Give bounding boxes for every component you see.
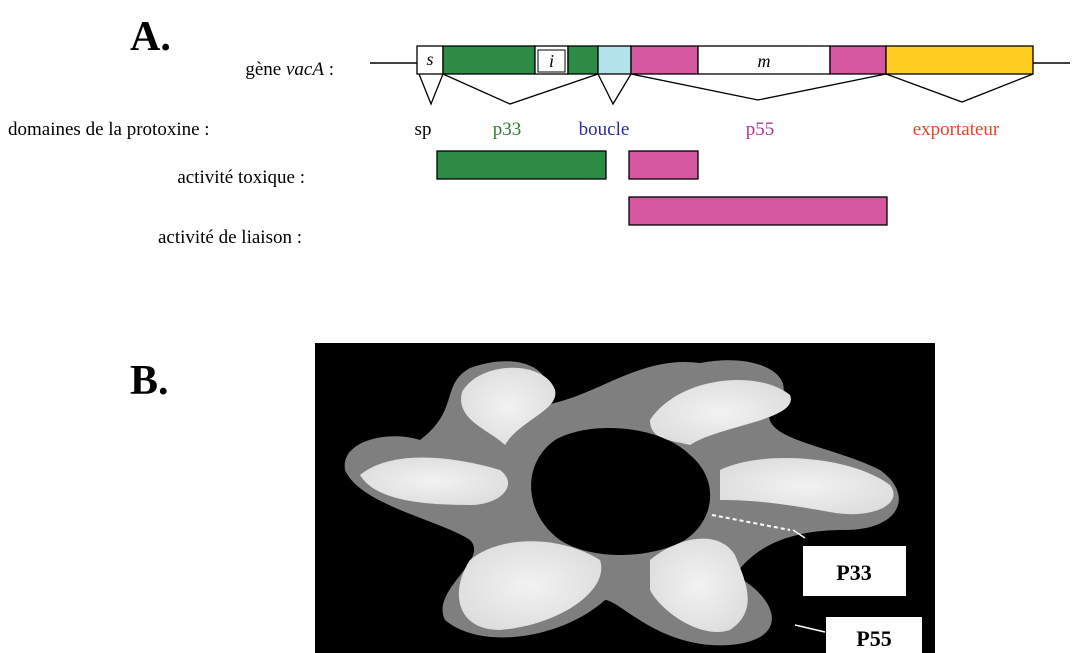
cryo-em-image: P33 P55: [315, 343, 935, 653]
p55-callout-label: P55: [856, 626, 891, 651]
domain-label-exportateur: exportateur: [913, 119, 1000, 140]
gene-segment-p33b: [567, 45, 599, 75]
panel-a-letter: A.: [130, 14, 171, 60]
domains-row-label: domaines de la protoxine :: [8, 119, 210, 140]
domain-label-sp: sp: [415, 119, 432, 140]
gene-segment-label-s: s: [426, 49, 433, 69]
petal-bottom-right: [650, 538, 748, 632]
binding-activity-bars: [628, 196, 888, 226]
p33-callout-box: [803, 546, 906, 596]
gene-row-label: gène vacA :: [245, 59, 334, 80]
p55-arrow: [794, 624, 826, 633]
domain-label-p33: p33: [493, 119, 522, 140]
petal-bottom-left: [458, 541, 602, 630]
gene-segment-exp: [885, 45, 1034, 75]
p33-callout-label: P33: [836, 560, 871, 585]
toxic-row-label: activité toxique :: [177, 167, 305, 188]
toxic-p33-bar: [436, 150, 607, 180]
petal-top-left: [461, 367, 556, 445]
domain-label-boucle: boucle: [579, 119, 630, 140]
gene-segment-p33a: [442, 45, 536, 75]
bracket-loop: [597, 73, 632, 106]
central-pore: [531, 428, 711, 555]
bracket-exportateur: [885, 73, 1034, 103]
petal-top-right: [650, 380, 791, 445]
toxic-p55-bar: [628, 150, 699, 180]
p33-leader-line: [711, 514, 791, 531]
p55-callout-box: [826, 617, 922, 653]
bracket-p33: [442, 73, 599, 105]
gene-segment-m: [697, 45, 831, 75]
bracket-p55: [630, 73, 887, 101]
gene-segment-loop: [597, 45, 632, 75]
binding-row-label: activité de liaison :: [158, 227, 302, 248]
domain-brackets: [418, 73, 1034, 106]
gene-segment-i-box: [537, 49, 566, 73]
p33-arrow: [792, 529, 806, 539]
domain-label-p55: p55: [746, 119, 775, 140]
gene-segment-label-i: i: [549, 51, 554, 71]
bracket-sp: [418, 73, 444, 106]
gene-segment-p55a: [630, 45, 699, 75]
gene-segment-label-m: m: [758, 51, 771, 71]
petal-right: [720, 458, 894, 515]
petal-left: [360, 457, 509, 505]
toxic-activity-bars: [436, 150, 699, 180]
binding-p55-bar: [628, 196, 888, 226]
domain-labels: sp p33 boucle p55 exportateur: [415, 119, 1000, 140]
gene-segment-p55b: [829, 45, 887, 75]
panel-b-letter: B.: [130, 358, 169, 404]
